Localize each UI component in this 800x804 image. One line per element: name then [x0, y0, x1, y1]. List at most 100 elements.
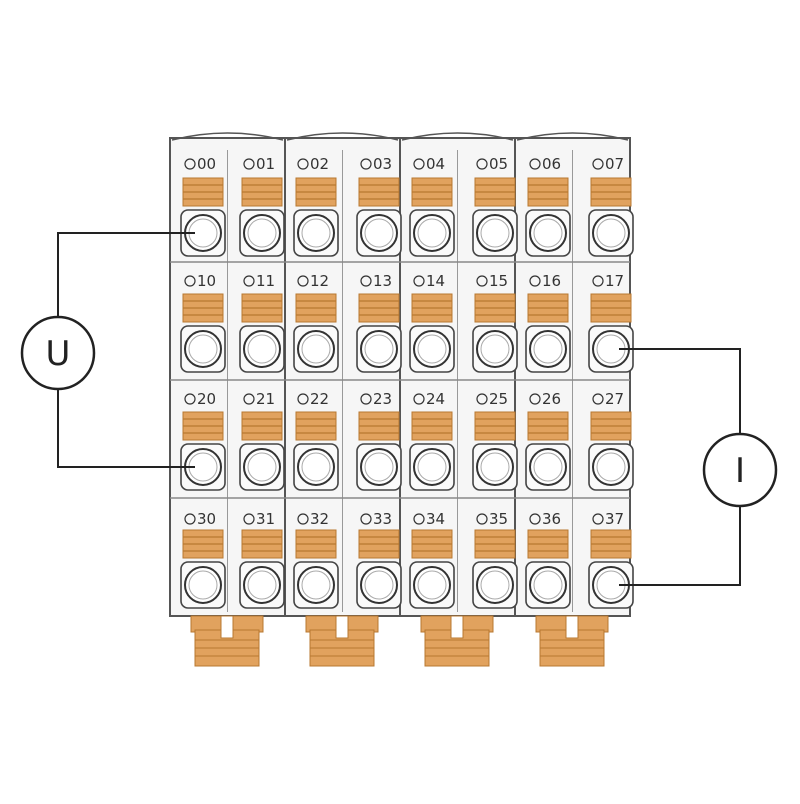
wire-entry-inner — [533, 334, 563, 364]
wire-entry-inner — [301, 334, 331, 364]
terminal-31[interactable]: 31 — [239, 510, 285, 609]
wire-entry-hole[interactable] — [529, 330, 567, 368]
voltage-meter: U — [20, 315, 96, 391]
terminal-35[interactable]: 35 — [472, 510, 518, 609]
terminal-22[interactable]: 22 — [293, 390, 339, 491]
terminal-label: 21 — [256, 390, 275, 408]
terminal-37[interactable]: 37 — [588, 510, 634, 609]
circle-icon — [529, 158, 541, 170]
circle-icon — [529, 275, 541, 287]
wire-entry-hole[interactable] — [184, 566, 222, 604]
wire-entry-inner — [301, 452, 331, 482]
terminal-24[interactable]: 24 — [409, 390, 455, 491]
wire-entry-hole[interactable] — [476, 448, 514, 486]
wire-entry-hole[interactable] — [529, 448, 567, 486]
current-meter-circle — [702, 432, 778, 508]
wire-entry-hole[interactable] — [243, 566, 281, 604]
terminal-05[interactable]: 05 — [472, 155, 518, 257]
circle-icon — [184, 513, 196, 525]
terminal-16[interactable]: 16 — [525, 272, 571, 373]
wire-entry-inner — [247, 218, 277, 248]
terminal-04[interactable]: 04 — [409, 155, 455, 257]
wire-entry-hole[interactable] — [360, 566, 398, 604]
terminal-33[interactable]: 33 — [356, 510, 402, 609]
terminal-label: 20 — [197, 390, 216, 408]
terminal-label: 35 — [489, 510, 508, 528]
wire-entry-hole[interactable] — [243, 330, 281, 368]
terminal-label: 01 — [256, 155, 275, 173]
terminal-label: 22 — [310, 390, 329, 408]
wire-entry-hole[interactable] — [360, 214, 398, 252]
terminal-10[interactable]: 10 — [180, 272, 226, 373]
terminal-13[interactable]: 13 — [356, 272, 402, 373]
foot-slot — [565, 615, 579, 639]
wire-entry-hole[interactable] — [413, 330, 451, 368]
wire-entry-hole[interactable] — [297, 566, 335, 604]
wire-entry-hole[interactable] — [476, 214, 514, 252]
circle-icon — [243, 158, 255, 170]
terminal-26[interactable]: 26 — [525, 390, 571, 491]
circle-icon — [413, 513, 425, 525]
terminal-27[interactable]: 27 — [588, 390, 634, 491]
terminal-17[interactable]: 17 — [588, 272, 634, 373]
terminal-03[interactable]: 03 — [356, 155, 402, 257]
terminal-label: 27 — [605, 390, 624, 408]
terminal-label: 37 — [605, 510, 624, 528]
wire-entry-hole[interactable] — [413, 214, 451, 252]
terminal-21[interactable]: 21 — [239, 390, 285, 491]
circle-icon — [592, 158, 604, 170]
circle-icon — [476, 513, 488, 525]
terminal-02[interactable]: 02 — [293, 155, 339, 257]
circle-icon — [529, 513, 541, 525]
wire-entry-hole[interactable] — [529, 214, 567, 252]
wire-entry-hole[interactable] — [476, 566, 514, 604]
wire-entry-hole[interactable] — [297, 214, 335, 252]
wire-entry-hole[interactable] — [476, 330, 514, 368]
wire-entry-hole[interactable] — [243, 214, 281, 252]
circle-icon — [360, 513, 372, 525]
terminal-label: 04 — [426, 155, 445, 173]
wire-entry-inner — [417, 452, 447, 482]
wire-entry-hole[interactable] — [592, 448, 630, 486]
circle-icon — [360, 393, 372, 405]
terminal-label: 15 — [489, 272, 508, 290]
terminal-25[interactable]: 25 — [472, 390, 518, 491]
wire-entry-hole[interactable] — [184, 330, 222, 368]
mounting-foot — [190, 615, 264, 667]
terminal-34[interactable]: 34 — [409, 510, 455, 609]
terminal-11[interactable]: 11 — [239, 272, 285, 373]
terminal-15[interactable]: 15 — [472, 272, 518, 373]
wire-entry-hole[interactable] — [529, 566, 567, 604]
wire-entry-hole[interactable] — [243, 448, 281, 486]
terminal-07[interactable]: 07 — [588, 155, 634, 257]
terminal-01[interactable]: 01 — [239, 155, 285, 257]
terminal-36[interactable]: 36 — [525, 510, 571, 609]
wire-entry-hole[interactable] — [592, 214, 630, 252]
wire-entry-hole[interactable] — [297, 330, 335, 368]
terminal-06[interactable]: 06 — [525, 155, 571, 257]
mounting-foot — [420, 615, 494, 667]
wire-entry-hole[interactable] — [297, 448, 335, 486]
terminal-23[interactable]: 23 — [356, 390, 402, 491]
wire-entry-hole[interactable] — [360, 448, 398, 486]
module-cap — [171, 132, 284, 141]
voltage-wire-bottom — [57, 389, 195, 468]
circle-icon — [297, 393, 309, 405]
wire-entry-inner — [364, 218, 394, 248]
circle-icon — [592, 275, 604, 287]
terminal-14[interactable]: 14 — [409, 272, 455, 373]
wire-entry-hole[interactable] — [413, 448, 451, 486]
wire-entry-inner — [301, 570, 331, 600]
wire-entry-inner — [301, 218, 331, 248]
current-wire-bottom — [619, 506, 741, 586]
terminal-30[interactable]: 30 — [180, 510, 226, 609]
terminal-label: 33 — [373, 510, 392, 528]
terminal-32[interactable]: 32 — [293, 510, 339, 609]
wire-entry-hole[interactable] — [360, 330, 398, 368]
wire-entry-hole[interactable] — [413, 566, 451, 604]
terminal-label: 34 — [426, 510, 445, 528]
wire-entry-inner — [533, 452, 563, 482]
terminal-12[interactable]: 12 — [293, 272, 339, 373]
